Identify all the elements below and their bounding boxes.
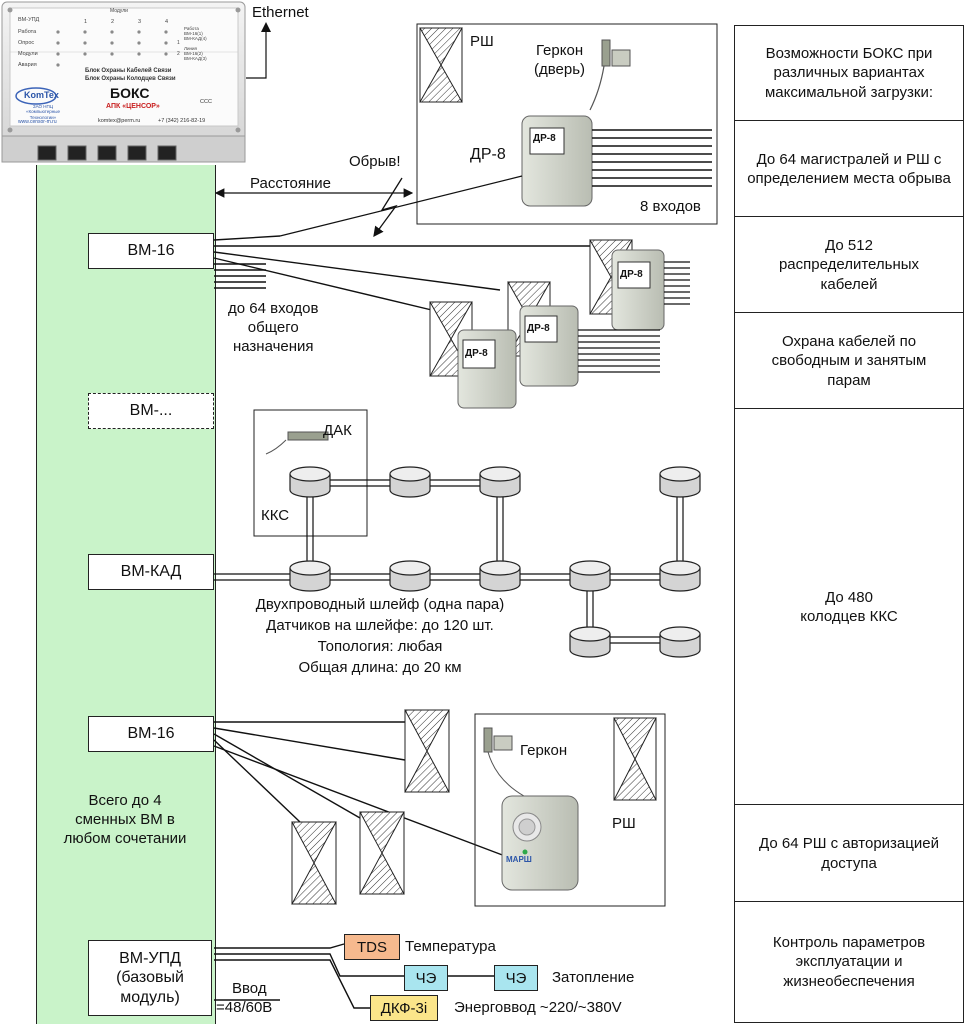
total-modules-label: Всего до 4 сменных ВМ в любом сочетании: [60, 792, 190, 848]
device-slot-4: 4: [165, 19, 169, 25]
device-mark-2: 2: [177, 51, 180, 57]
device-row-label-upd: ВМ-УПД: [18, 17, 40, 23]
loop-line-1: Двухпроводный шлейф (одна пара): [255, 596, 505, 613]
cable-well-icon: [569, 560, 611, 592]
device-subtitle-2: Блок Охраны Колодцев Связи: [85, 76, 176, 82]
device-email: komtex@perm.ru: [98, 118, 141, 124]
bm-kad-module[interactable]: ВМ-КАД: [88, 554, 214, 590]
ethernet-label: Ethernet: [252, 4, 309, 21]
capability-wells: До 480 колодцев ККС: [735, 410, 963, 805]
device-cert: CCC: [200, 99, 212, 105]
dr8-label-middle: ДР-8: [527, 323, 550, 334]
device-title: БОКС: [110, 85, 150, 101]
device-right-label-3: Линия: [184, 45, 197, 51]
inputs64-line-1: до 64 входов: [228, 300, 319, 317]
cable-well-icon: [659, 626, 701, 658]
device-company: ЗАО НПЦ «Компьютерные Технологии»: [25, 104, 61, 120]
cable-well-icon: [479, 466, 521, 498]
bm-upd-module[interactable]: ВМ-УПД (базовый модуль): [88, 940, 212, 1016]
cable-well-icon: [289, 466, 331, 498]
dr8-label-right: ДР-8: [620, 269, 643, 280]
device-slot-1: 1: [84, 19, 88, 25]
che-sensor-1[interactable]: ЧЭ: [404, 965, 448, 991]
module-bus: [36, 165, 216, 1024]
bm16-top-module[interactable]: ВМ-16: [88, 233, 214, 269]
ethernet-arrow-icon: [246, 22, 271, 79]
capability-trunks: До 64 магистралей и РШ с определением ме…: [735, 122, 963, 217]
cable-well-icon: [659, 466, 701, 498]
capability-rsh-auth: До 64 РШ с авторизацией доступа: [735, 806, 963, 902]
capability-header: Возможности БОКС при различных вариантах…: [735, 26, 963, 121]
flood-label: Затопление: [552, 969, 635, 986]
loop-description: Двухпроводный шлейф (одна пара) Датчиков…: [230, 594, 530, 678]
loop-line-2: Датчиков на шлейфе: до 120 шт.: [266, 617, 494, 634]
break-label: Обрыв!: [349, 153, 401, 170]
device-right-label-5: ВМ-КАД(3): [184, 55, 207, 61]
device-header-label: Модули: [110, 8, 128, 14]
rsh-top-label: РШ: [470, 33, 494, 50]
tds-sensor[interactable]: TDS: [344, 934, 400, 960]
inputs64-line-2: общего: [247, 318, 299, 336]
dr8-label-big: ДР-8: [533, 133, 556, 144]
cable-well-icon: [569, 626, 611, 658]
bm16-bottom-module[interactable]: ВМ-16: [88, 716, 214, 752]
total-line-1: Всего до 4: [88, 792, 162, 809]
power-input-label: Ввод =48/60В: [216, 980, 272, 1018]
cable-well-icon: [479, 560, 521, 592]
box-device-photo: [1, 1, 246, 163]
device-slot-3: 3: [138, 19, 142, 25]
device-row-label-work: Работа: [18, 29, 37, 35]
gerkon-top-label: Геркон (дверь): [534, 42, 585, 80]
device-right-label-4: ВМ-16(2): [184, 50, 203, 56]
total-line-2: сменных ВМ в: [75, 810, 175, 828]
dkf-sensor[interactable]: ДКФ-3i: [370, 995, 438, 1021]
device-row-label-alarm: Авария: [18, 62, 37, 68]
device-right-label-1: ВМ-16(1): [184, 31, 203, 37]
power-input-line-1: Ввод: [232, 980, 267, 997]
device-row-label-poll: Опрос: [18, 40, 35, 46]
device-right-label-2: ВМ-КАД(4): [184, 36, 207, 42]
marsh-label: МАРШ: [506, 855, 532, 864]
cable-well-icon: [659, 560, 701, 592]
capability-cables: До 512 распределительных кабелей: [735, 218, 963, 313]
dak-label: ДАК: [323, 422, 352, 439]
loop-line-3: Топология: любая: [317, 638, 443, 655]
inputs64-label: до 64 входов общего назначения: [228, 300, 319, 356]
device-site: www.censor-m.ru: [18, 119, 57, 125]
device-apk: АПК «ЦЕНСОР»: [106, 103, 160, 110]
gerkon-bottom-label: Геркон: [520, 742, 568, 759]
rsh-bottom-label: РШ: [612, 815, 636, 832]
cable-well-icon: [389, 560, 431, 592]
device-slot-2: 2: [111, 19, 115, 25]
cable-well-icon: [389, 466, 431, 498]
device-phone: +7 (342) 216-82-19: [158, 118, 206, 124]
loop-line-4: Общая длина: до 20 км: [298, 659, 462, 676]
inputs8-label: 8 входов: [640, 198, 701, 215]
device-brand: KomTex: [24, 90, 59, 100]
inputs64-line-3: назначения: [232, 337, 314, 355]
dr8-big-label: ДР-8: [470, 146, 506, 163]
distance-label: Расстояние: [250, 175, 332, 192]
capability-environment: Контроль параметров эксплуатации и жизне…: [772, 933, 926, 990]
dr8-label-left: ДР-8: [465, 348, 488, 359]
device-right-label: Работа ВМ-16(1) ВМ-КАД(4) Линия ВМ-16(2)…: [184, 26, 207, 61]
device-row-label-modules: Модули: [18, 51, 38, 57]
capabilities-column: Возможности БОКС при различных вариантах…: [734, 25, 964, 1023]
gerkon-top-line-2: (дверь): [534, 60, 586, 78]
cable-well-icon: [289, 560, 331, 592]
total-line-3: любом сочетании: [63, 829, 187, 847]
device-right-label-0: Работа: [184, 26, 199, 31]
device-subtitle-1: Блок Охраны Кабелей Связи: [85, 68, 172, 74]
che-sensor-2[interactable]: ЧЭ: [494, 965, 538, 991]
power-input-line-2: =48/60В: [216, 998, 273, 1016]
capability-pairs: Охрана кабелей по свободным и занятым па…: [735, 314, 963, 409]
kks-label: ККС: [261, 507, 290, 524]
gerkon-top-line-1: Геркон: [535, 42, 584, 59]
bm-extra-module[interactable]: ВМ-...: [88, 393, 214, 429]
device-mark-1: 1: [177, 40, 180, 46]
power-supply-label: Энерговвод ~220/~380V: [454, 999, 622, 1016]
temperature-label: Температура: [405, 938, 496, 955]
